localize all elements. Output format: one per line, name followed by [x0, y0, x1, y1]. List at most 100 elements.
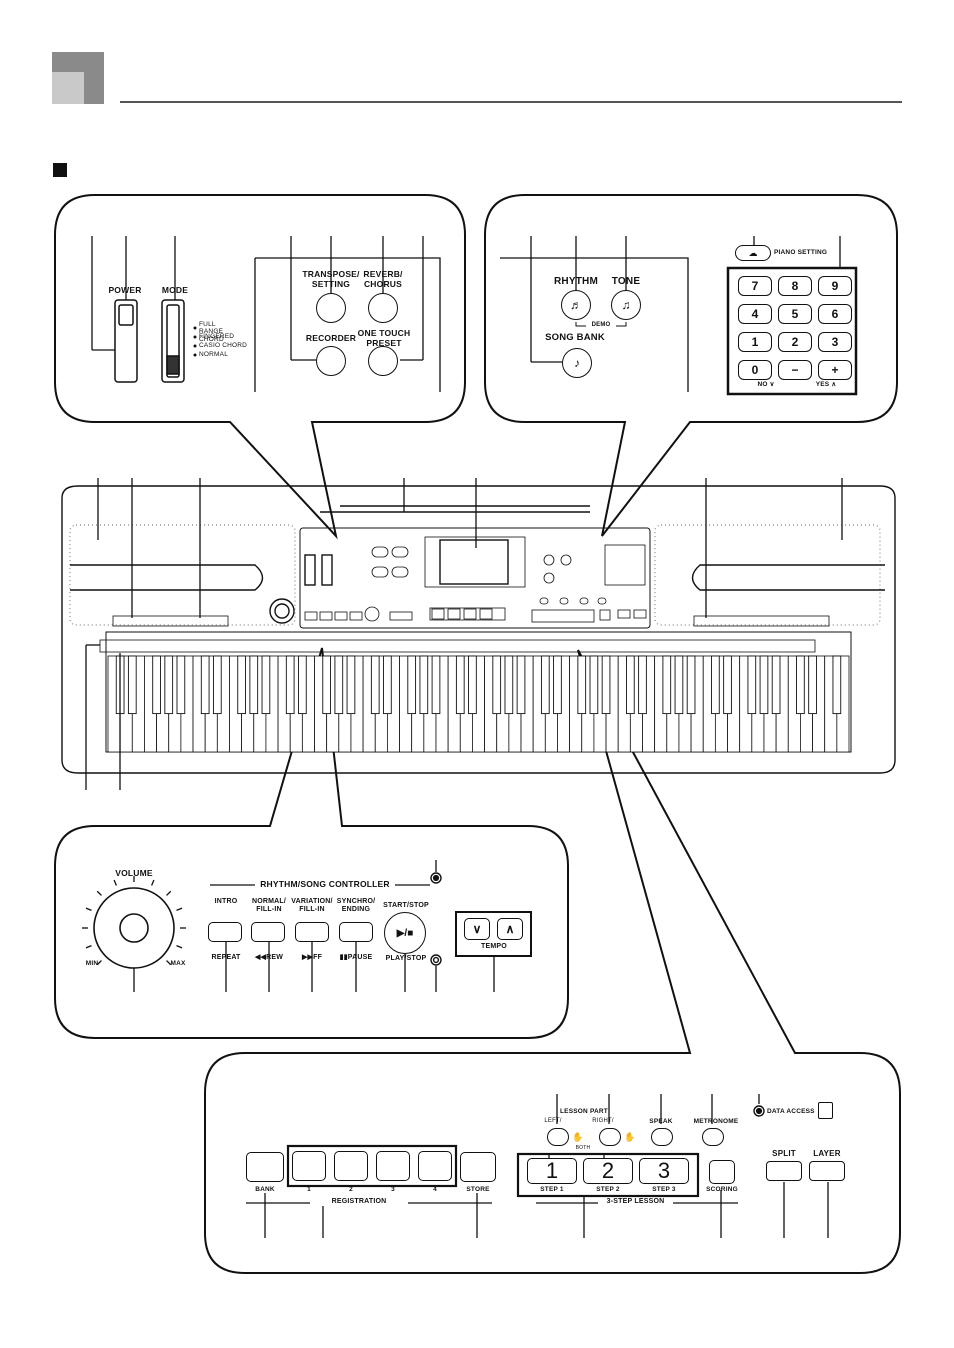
- black-key[interactable]: [334, 655, 344, 715]
- black-key[interactable]: [662, 655, 672, 715]
- keypad-three-button[interactable]: 3: [818, 332, 852, 352]
- speak-label: SPEAK: [649, 1118, 673, 1125]
- intro-button[interactable]: [208, 922, 242, 942]
- registration-button-4[interactable]: [418, 1151, 452, 1181]
- scoring-button[interactable]: [709, 1160, 735, 1184]
- black-key[interactable]: [832, 655, 842, 715]
- black-key[interactable]: [808, 655, 817, 715]
- black-key[interactable]: [638, 655, 647, 715]
- black-key[interactable]: [759, 655, 769, 715]
- bank-button[interactable]: [246, 1152, 284, 1182]
- piano-setting-button[interactable]: ☁: [735, 245, 771, 261]
- black-key[interactable]: [127, 655, 137, 715]
- registration-button-2[interactable]: [334, 1151, 368, 1181]
- black-key[interactable]: [747, 655, 757, 715]
- tempo-down-button[interactable]: ∨: [464, 918, 490, 940]
- synchro-ending-button[interactable]: [339, 922, 373, 942]
- tempo-up-button[interactable]: ∧: [497, 918, 523, 940]
- keypad-four-button[interactable]: 4: [738, 304, 772, 324]
- black-key[interactable]: [212, 655, 222, 715]
- keypad-zero-button[interactable]: 0: [738, 360, 772, 380]
- callout-bubble-registration: [204, 649, 901, 1274]
- keypad-one-button[interactable]: 1: [738, 332, 772, 352]
- keypad-eight-button[interactable]: 8: [778, 276, 812, 296]
- registration-button-3[interactable]: [376, 1151, 410, 1181]
- mode-switch[interactable]: [162, 300, 184, 382]
- tone-button[interactable]: ♫: [611, 290, 641, 320]
- black-key[interactable]: [298, 655, 307, 715]
- max-label: MAX: [170, 960, 186, 967]
- registration-button-1[interactable]: [292, 1151, 326, 1181]
- keypad-two-button[interactable]: 2: [778, 332, 812, 352]
- black-key[interactable]: [468, 655, 477, 715]
- store-button[interactable]: [460, 1152, 496, 1182]
- rhythm-button[interactable]: ♬: [561, 290, 591, 320]
- recorder-button[interactable]: [316, 346, 346, 376]
- black-key[interactable]: [492, 655, 502, 715]
- split-button[interactable]: [766, 1161, 802, 1181]
- black-key[interactable]: [152, 655, 161, 715]
- black-key[interactable]: [686, 655, 696, 715]
- split-label: SPLIT: [772, 1149, 796, 1158]
- black-key[interactable]: [164, 655, 174, 715]
- transpose-button[interactable]: [316, 293, 346, 323]
- keypad-seven-button[interactable]: 7: [738, 276, 772, 296]
- black-key[interactable]: [455, 655, 465, 715]
- speak-button[interactable]: [651, 1128, 673, 1146]
- black-key[interactable]: [771, 655, 781, 715]
- black-key[interactable]: [346, 655, 356, 715]
- black-key[interactable]: [407, 655, 417, 715]
- black-key[interactable]: [285, 655, 295, 715]
- black-key[interactable]: [516, 655, 526, 715]
- variation-fill-label: VARIATION/ FILL-IN: [291, 898, 333, 914]
- step-2-button[interactable]: 2: [583, 1158, 633, 1184]
- tone-label: TONE: [611, 276, 641, 287]
- mode-option-fingered: FINGERED: [199, 333, 235, 340]
- volume-knob[interactable]: [120, 914, 148, 942]
- variation-fill-button[interactable]: [295, 922, 329, 942]
- volume-tick: [96, 890, 102, 896]
- black-key[interactable]: [322, 655, 331, 715]
- step-3-button[interactable]: 3: [639, 1158, 689, 1184]
- keypad-five-button[interactable]: 5: [778, 304, 812, 324]
- step-1-button[interactable]: 1: [527, 1158, 577, 1184]
- black-key[interactable]: [261, 655, 271, 715]
- black-key[interactable]: [419, 655, 429, 715]
- black-key[interactable]: [237, 655, 246, 715]
- black-key[interactable]: [176, 655, 186, 715]
- layer-button[interactable]: [809, 1161, 845, 1181]
- reverb-button[interactable]: [368, 293, 398, 323]
- left-part-button[interactable]: [547, 1128, 569, 1146]
- black-key[interactable]: [383, 655, 392, 715]
- black-key[interactable]: [626, 655, 635, 715]
- keypad-minus-button[interactable]: −: [778, 360, 812, 380]
- metronome-button[interactable]: [702, 1128, 724, 1146]
- start-stop-button[interactable]: ▶/■: [384, 912, 426, 954]
- black-key[interactable]: [711, 655, 720, 715]
- right-part-button[interactable]: [599, 1128, 621, 1146]
- keypad-nine-button[interactable]: 9: [818, 276, 852, 296]
- black-key[interactable]: [370, 655, 380, 715]
- normal-fill-label: NORMAL/ FILL-IN: [251, 898, 287, 914]
- song-bank-button[interactable]: ♪: [562, 348, 592, 378]
- black-key[interactable]: [723, 655, 732, 715]
- power-switch[interactable]: [115, 300, 137, 382]
- black-key[interactable]: [796, 655, 805, 715]
- one-touch-button[interactable]: [368, 346, 398, 376]
- both-label: BOTH: [575, 1145, 591, 1151]
- normal-fill-button[interactable]: [251, 922, 285, 942]
- black-key[interactable]: [674, 655, 684, 715]
- black-key[interactable]: [200, 655, 210, 715]
- black-key[interactable]: [504, 655, 514, 715]
- black-key[interactable]: [249, 655, 259, 715]
- black-key[interactable]: [431, 655, 441, 715]
- black-key[interactable]: [540, 655, 550, 715]
- black-key[interactable]: [601, 655, 611, 715]
- black-key[interactable]: [577, 655, 587, 715]
- volume-label: VOLUME: [115, 868, 153, 878]
- black-key[interactable]: [589, 655, 599, 715]
- ff-label: ▶▶FF: [301, 954, 323, 961]
- black-key[interactable]: [553, 655, 562, 715]
- keypad-plus-button[interactable]: +: [818, 360, 852, 380]
- keypad-six-button[interactable]: 6: [818, 304, 852, 324]
